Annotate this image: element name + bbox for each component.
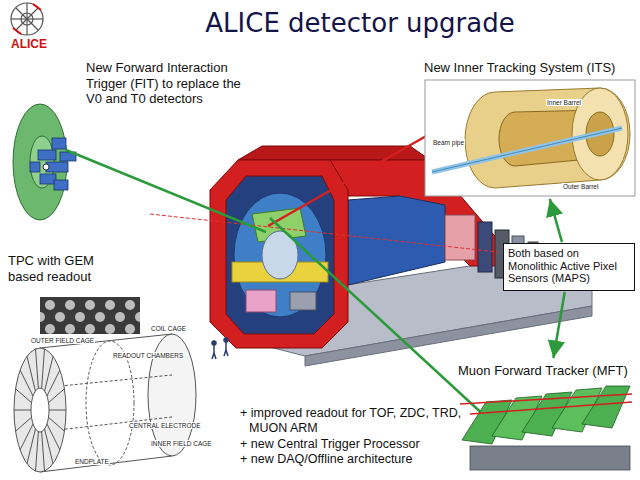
part-name: COIL CAGE <box>150 325 187 332</box>
detector-drawing <box>290 292 316 310</box>
gem-picture <box>135 312 140 322</box>
its-picture <box>425 80 635 196</box>
detector-drawing <box>214 353 216 359</box>
picture-heading: TPC with GEM based readout <box>8 253 113 284</box>
its-picture <box>465 88 630 188</box>
gem-picture <box>35 297 145 334</box>
its-picture <box>425 80 635 196</box>
leader-lines <box>268 135 428 226</box>
logo-symbol <box>13 28 21 34</box>
tpc-drawing <box>14 334 196 472</box>
node-text: Muon Forward Tracker (MFT) <box>458 363 636 378</box>
mft-picture <box>582 386 630 428</box>
slide-title: ALICE detector upgrade <box>150 8 570 39</box>
tpc-drawing <box>14 348 66 472</box>
detector-drawing <box>246 290 276 312</box>
fit-picture <box>13 104 76 220</box>
fit-picture <box>30 138 76 190</box>
fit-picture <box>13 104 67 220</box>
gem-picture <box>65 324 75 334</box>
mft-picture <box>460 386 632 470</box>
fit-picture <box>40 174 56 184</box>
part-name: OUTER FIELD CAGE <box>30 337 95 344</box>
detector-drawing <box>226 176 334 334</box>
picture-heading: New Forward Interaction Trigger (FIT) to… <box>86 60 256 107</box>
gem-picture <box>85 300 95 310</box>
gem-picture <box>125 324 135 334</box>
detector-drawing <box>445 215 475 260</box>
detector-drawing <box>210 160 348 348</box>
logo-symbol <box>16 8 38 30</box>
gem-picture <box>105 300 115 310</box>
gem-picture <box>45 300 55 310</box>
part-name: Beam pipe <box>432 139 465 146</box>
detector-drawing <box>226 350 228 356</box>
tpc-drawing <box>14 349 66 471</box>
detector-drawing <box>224 338 228 342</box>
part-name: Outer Barrel <box>562 183 599 190</box>
gem-picture <box>55 312 65 322</box>
leader-lines <box>270 218 500 430</box>
part-name: CENTRAL ELECTRODE <box>128 422 202 429</box>
detector-drawing <box>238 146 430 160</box>
tpc-drawing <box>86 341 134 465</box>
its-picture <box>432 128 622 172</box>
detector-drawing <box>213 345 215 353</box>
connector-arrow <box>550 199 562 242</box>
node-text: Both based on Monolithic Active Pixel Se… <box>508 247 630 285</box>
logo-symbol <box>11 3 43 35</box>
part-name: INNER FIELD CAGE <box>150 440 213 447</box>
detector-drawing <box>478 222 492 272</box>
gem-picture <box>75 312 85 322</box>
fit-picture <box>52 138 66 149</box>
detector-drawing <box>212 341 216 345</box>
logo-symbol <box>11 3 43 35</box>
detector-drawing <box>212 338 228 359</box>
fit-picture <box>38 150 56 160</box>
part-name: ENDPLATE <box>74 458 110 465</box>
node-text: New Inner Tracking System (ITS) <box>424 60 636 75</box>
detector-drawing <box>150 214 498 252</box>
gem-picture <box>85 324 95 334</box>
logo-symbol <box>33 4 41 10</box>
gem-picture <box>125 300 135 310</box>
fit-picture <box>54 180 68 190</box>
mft-picture <box>460 394 632 404</box>
fit-picture <box>30 162 40 172</box>
leader-lines <box>66 150 266 232</box>
connector-arrow <box>553 292 564 358</box>
part-name: Inner Barrel <box>546 99 582 106</box>
gem-picture <box>40 300 140 334</box>
tpc-drawing <box>40 456 172 472</box>
gem-picture <box>115 312 125 322</box>
gem-picture <box>40 312 45 322</box>
mft-picture <box>470 446 630 470</box>
note-line: + new Central Trigger Processor <box>240 437 464 452</box>
note-line: + new DAQ/Offline architecture <box>240 452 464 467</box>
gem-picture <box>105 324 115 334</box>
mft-picture <box>470 402 632 414</box>
gem-picture <box>40 297 140 334</box>
gem-picture <box>45 324 55 334</box>
gem-picture <box>95 312 105 322</box>
its-panel: New Inner Tracking System (ITS) <box>424 60 636 197</box>
detector-drawing <box>234 193 326 317</box>
note-line: + improved readout for TOF, ZDC, TRD, MU… <box>240 406 464 436</box>
logo-symbol <box>16 8 38 30</box>
mft-panel: Muon Forward Tracker (MFT) <box>450 360 636 477</box>
gem-picture <box>65 300 75 310</box>
detector-drawing <box>225 342 227 350</box>
fit-picture <box>43 164 49 170</box>
tpc-drawing <box>31 388 49 432</box>
logo-text: ALICE <box>2 37 56 51</box>
part-name: READOUT CHAMBERS <box>112 352 184 359</box>
its-picture <box>432 128 622 172</box>
info-box: Both based on Monolithic Active Pixel Se… <box>503 243 635 291</box>
